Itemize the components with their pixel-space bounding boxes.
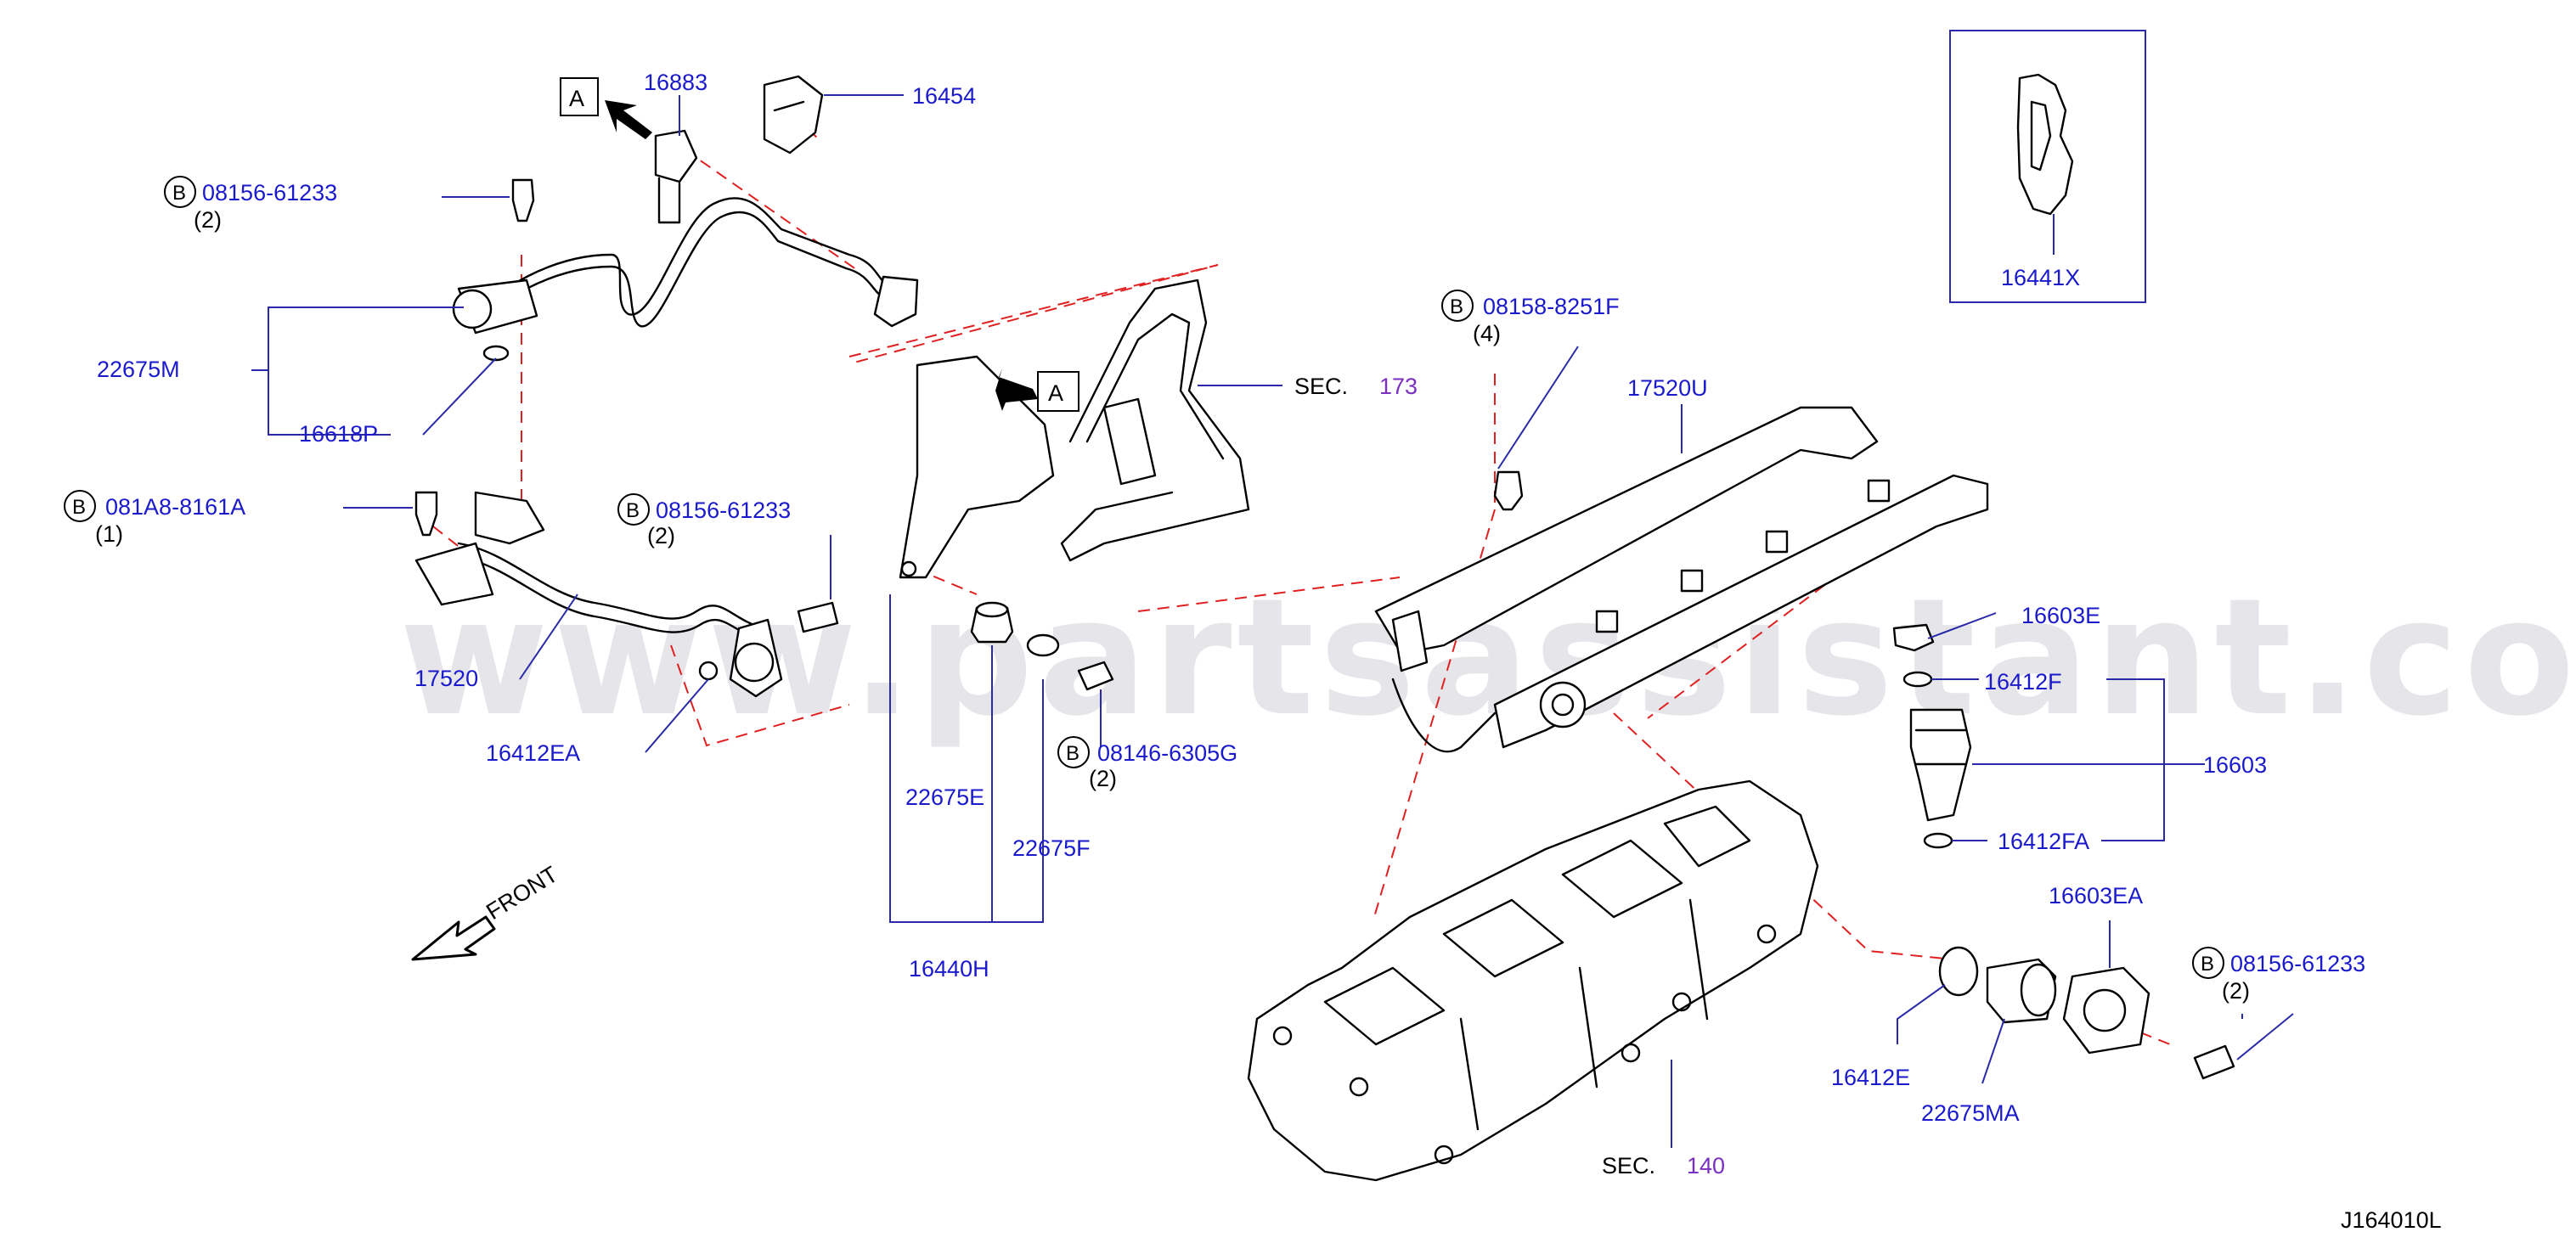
bolt-081a8-drawing bbox=[343, 491, 438, 537]
qty-08158: (4) bbox=[1473, 321, 1501, 346]
label-16441x: 16441X bbox=[2001, 265, 2080, 290]
label-08146-6305g: 08146-6305G bbox=[1097, 740, 1237, 766]
badge-b-08146: B bbox=[1066, 742, 1079, 765]
qty-08146: (2) bbox=[1089, 766, 1117, 791]
injector-16603-drawing bbox=[1909, 708, 1972, 822]
clip-16454-drawing bbox=[763, 75, 824, 155]
clip-16441x-drawing bbox=[2016, 73, 2074, 216]
badge-b-top: B bbox=[172, 182, 186, 205]
label-17520: 17520 bbox=[414, 666, 478, 691]
bolt-08146-drawing bbox=[1077, 661, 1114, 691]
qty-081a8: (1) bbox=[95, 521, 123, 547]
fuel-tube-17520-drawing bbox=[414, 491, 783, 698]
label-sec140-number: 140 bbox=[1687, 1153, 1725, 1178]
label-08156-61233-mid: 08156-61233 bbox=[656, 498, 791, 523]
bolt-mid-drawing bbox=[797, 535, 839, 633]
front-label: FRONT bbox=[482, 861, 562, 925]
grommet-22675e-drawing bbox=[970, 601, 1014, 644]
qty-right: (2) bbox=[2222, 978, 2250, 1004]
oring-16412f-drawing bbox=[1902, 671, 1933, 688]
view-marker-a-top: A bbox=[560, 77, 652, 139]
view-marker-a-center-label: A bbox=[1048, 380, 1063, 406]
label-16440h: 16440H bbox=[909, 956, 989, 982]
gasket-16603ea-drawing bbox=[2062, 966, 2150, 1055]
label-16883: 16883 bbox=[644, 70, 707, 95]
label-16412fa: 16412FA bbox=[1998, 829, 2089, 854]
label-08158-8251f: 08158-8251F bbox=[1483, 294, 1620, 319]
fuel-rail-17520u-drawing bbox=[1374, 406, 1989, 753]
label-17520u: 17520U bbox=[1627, 375, 1708, 401]
label-sec173-prefix: SEC. bbox=[1294, 374, 1348, 399]
badges: B B B B B B bbox=[64, 176, 2224, 979]
label-16618p: 16618P bbox=[299, 421, 378, 447]
label-16603e: 16603E bbox=[2021, 603, 2100, 628]
inset-box: 16441X bbox=[1949, 30, 2146, 303]
view-marker-a-top-label: A bbox=[569, 86, 584, 111]
label-16412ea: 16412EA bbox=[486, 740, 580, 766]
hose-sec173-drawing bbox=[1060, 278, 1250, 562]
label-16412f: 16412F bbox=[1984, 669, 2062, 695]
view-marker-a-center: A bbox=[995, 368, 1079, 412]
label-sec140-prefix: SEC. bbox=[1602, 1153, 1655, 1178]
collar-22675f-drawing bbox=[1026, 633, 1060, 657]
intake-manifold-drawing bbox=[1247, 779, 1819, 1182]
badge-b-mid: B bbox=[626, 499, 640, 522]
label-16603ea: 16603EA bbox=[2049, 883, 2143, 908]
part-labels: 16883 16454 08156-61233 (2) 22675M 16618… bbox=[95, 70, 2442, 1233]
oring-16412fa-drawing bbox=[1923, 832, 1953, 849]
front-arrow: FRONT bbox=[411, 861, 562, 961]
qty-mid: (2) bbox=[647, 523, 675, 548]
fuel-hose-upper bbox=[452, 197, 919, 362]
label-sec173-number: 173 bbox=[1379, 374, 1418, 399]
label-16412e: 16412E bbox=[1831, 1065, 1910, 1090]
badge-b-081a8: B bbox=[72, 496, 86, 519]
seal-16412e-drawing bbox=[1938, 946, 1979, 997]
damper-22675ma-drawing bbox=[1986, 958, 2057, 1024]
label-081a8-8161a: 081A8-8161A bbox=[105, 494, 245, 520]
label-22675ma: 22675MA bbox=[1921, 1100, 2020, 1126]
bolt-top-left-drawing bbox=[442, 178, 535, 222]
label-22675m: 22675M bbox=[97, 357, 180, 382]
label-08156-61233-right: 08156-61233 bbox=[2230, 951, 2365, 976]
diagram-code: J164010L bbox=[2341, 1207, 2442, 1233]
label-22675e: 22675E bbox=[905, 785, 984, 810]
clip-16883-drawing bbox=[654, 129, 698, 224]
leader-lines bbox=[251, 94, 2294, 1148]
qty-top: (2) bbox=[194, 207, 222, 233]
label-08156-61233-top: 08156-61233 bbox=[202, 180, 337, 205]
badge-b-right: B bbox=[2201, 953, 2214, 976]
badge-b-08158: B bbox=[1450, 295, 1463, 318]
label-22675f: 22675F bbox=[1012, 835, 1091, 861]
bolt-right-drawing bbox=[2193, 1044, 2235, 1080]
clip-16603e-drawing bbox=[1892, 623, 1935, 652]
label-16603: 16603 bbox=[2203, 752, 2267, 778]
bolt-08158-drawing bbox=[1493, 470, 1524, 511]
view-arrow-top-icon bbox=[605, 100, 652, 139]
label-16454: 16454 bbox=[912, 83, 976, 109]
view-arrow-center-icon bbox=[995, 368, 1038, 411]
